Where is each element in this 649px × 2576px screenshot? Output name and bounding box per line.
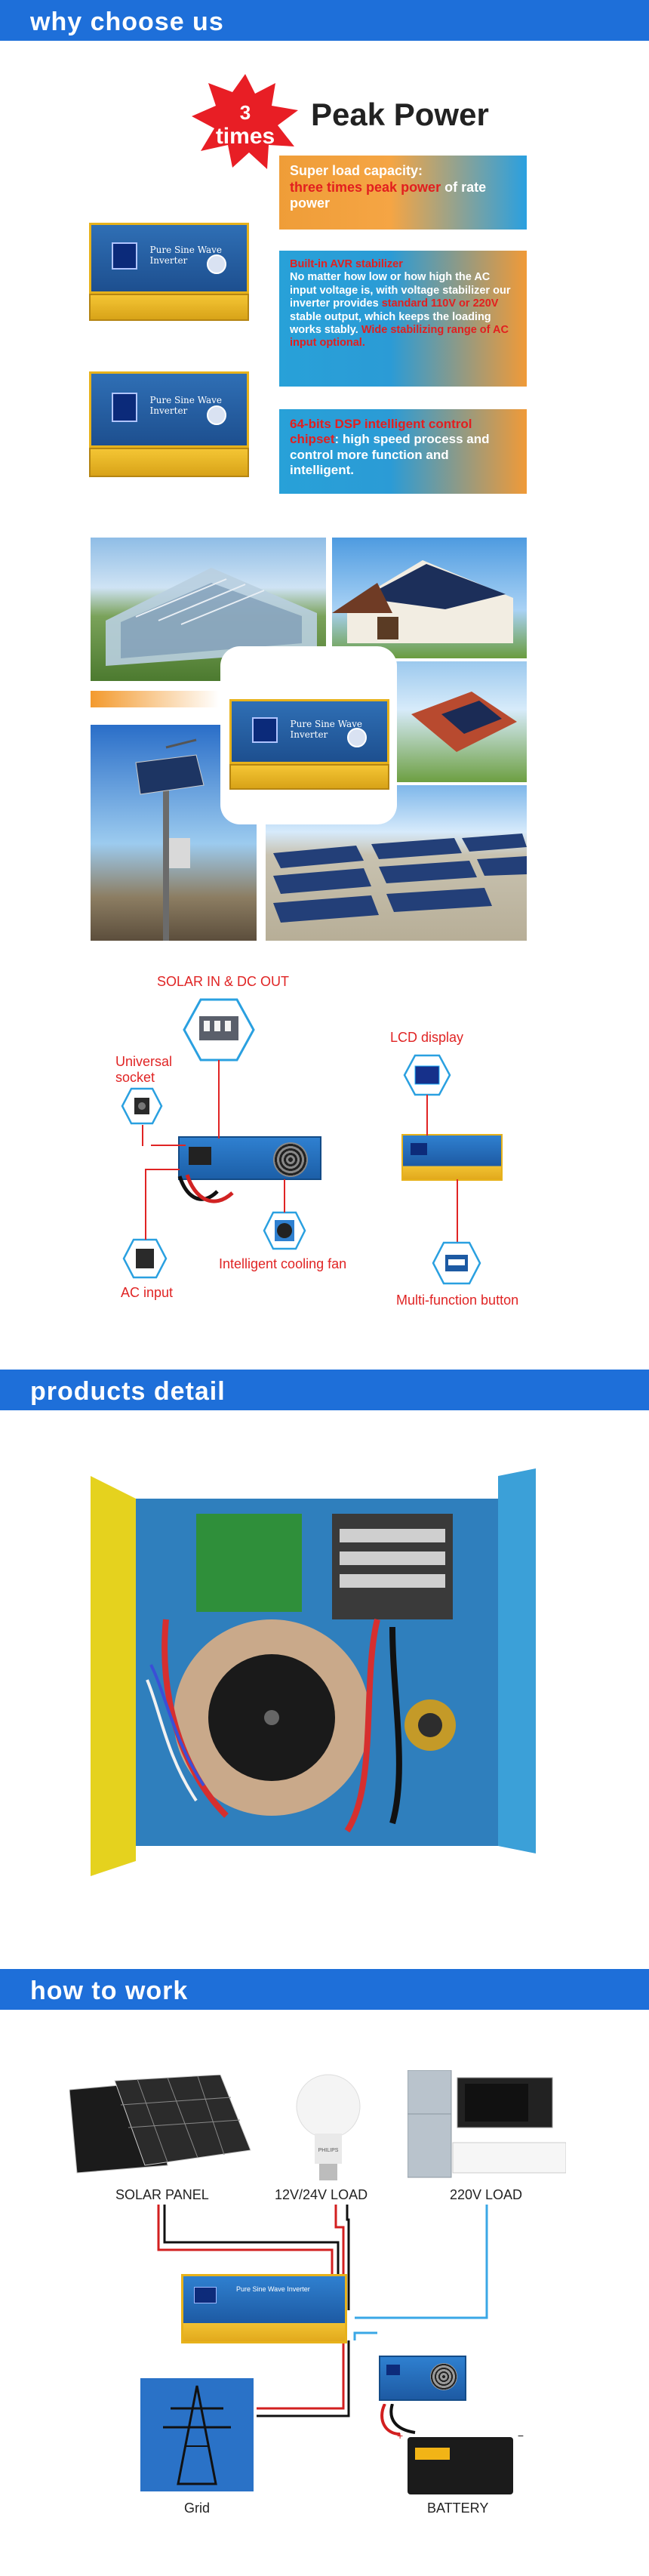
inverter-front-small [401, 1134, 503, 1181]
light-bulb-icon: PHILIPS [296, 2074, 361, 2180]
universal-socket-line1: Universal [115, 1054, 173, 1069]
ac-input-label: AC input [121, 1285, 174, 1300]
how-to-work-banner: how to work [0, 1969, 649, 2010]
solar-in-label: SOLAR IN & DC OUT [157, 974, 290, 989]
connector-line [142, 1125, 143, 1146]
aerial-roof-photo [396, 661, 527, 782]
cables-graphic [177, 1174, 234, 1203]
feature-3-highlight: 64-bits DSP intelligent control chipset [290, 417, 472, 447]
feature-dsp-chipset: 64-bits DSP intelligent control chipset:… [279, 409, 527, 494]
multi-function-button-label: Multi-function button [396, 1293, 519, 1308]
why-choose-us-title: why choose us [30, 8, 224, 36]
feature-1-after: of rate power [290, 179, 487, 211]
load-12-24-label: 12V/24V LOAD [275, 2187, 368, 2202]
connector-line [457, 1179, 458, 1244]
badge-word: times [216, 124, 275, 149]
feature-load-capacity: Super load capacity: three times peak po… [279, 156, 527, 230]
battery-icon: + − [397, 2430, 524, 2494]
connector-line [145, 1169, 180, 1170]
feature-3-text: : high speed process and control more fu… [290, 432, 490, 478]
inverter-brand-label: Pure Sine Wave Inverter [149, 394, 223, 416]
how-to-work-title: how to work [30, 1977, 189, 2005]
cooling-fan-hex-icon [263, 1211, 306, 1250]
peak-power-title: Peak Power [311, 97, 489, 132]
solar-in-hex-icon [183, 998, 255, 1062]
feature-avr-stabilizer: Built-in AVR stabilizer No matter how lo… [279, 251, 527, 387]
cooling-fan-label: Intelligent cooling fan [219, 1256, 347, 1271]
ac-input-hex-icon [122, 1238, 168, 1279]
universal-socket-line2: socket [115, 1069, 155, 1085]
feature-2-highlight1: standard 110V or 220V [381, 297, 499, 310]
lcd-hex-icon [403, 1054, 451, 1096]
inverter-brand-label: Pure Sine Wave Inverter [290, 719, 363, 741]
orange-accent-bar [91, 691, 219, 707]
products-detail-title: products detail [30, 1377, 226, 1406]
center-inverter-frame: Pure Sine Wave Inverter [220, 646, 397, 824]
appliances-icon [408, 2070, 566, 2178]
solar-panel-icon [69, 2075, 251, 2174]
feature-1-line1: Super load capacity: [290, 163, 423, 178]
bulb-brand-label: PHILIPS [318, 2148, 339, 2153]
feature-2-heading: Built-in AVR stabilizer [290, 258, 403, 270]
grid-label: Grid [184, 2501, 211, 2516]
small-inverter-icon [379, 2356, 466, 2401]
multi-function-button-hex-icon [432, 1241, 481, 1285]
house-roof-photo [332, 538, 527, 658]
inverter-brand-label: Pure Sine Wave Inverter [236, 2285, 310, 2293]
feature-2-text1: No matter how low or how high the AC inp… [290, 271, 511, 310]
connector-line [218, 1060, 220, 1139]
connector-line [145, 1169, 146, 1240]
connector-line [151, 1145, 186, 1146]
universal-socket-hex-icon [121, 1087, 163, 1125]
products-detail-banner: products detail [0, 1370, 649, 1410]
battery-cables [380, 2404, 416, 2436]
feature-2-highlight2: Wide stabilizing range of AC input optio… [290, 323, 509, 350]
lcd-display-label: LCD display [390, 1030, 464, 1045]
why-choose-us-banner: why choose us [0, 0, 649, 41]
load-220-label: 220V LOAD [450, 2187, 523, 2202]
solar-panel-label: SOLAR PANEL [115, 2187, 209, 2202]
center-inverter-image: Pure Sine Wave Inverter [229, 699, 389, 790]
times-badge: 3 times [192, 74, 298, 169]
inverter-image-top: Pure Sine Wave Inverter [89, 223, 249, 321]
universal-socket-label: Universal socket [115, 1054, 172, 1085]
badge-number: 3 [240, 101, 251, 124]
connector-line [426, 1095, 428, 1135]
inverter-internal-photo [91, 1468, 536, 1876]
feature-2-text2: stable output, which keeps the loading w… [290, 310, 491, 336]
inverter-side-view [178, 1136, 321, 1180]
inverter-image-bottom: Pure Sine Wave Inverter [89, 371, 249, 477]
inverter-brand-label: Pure Sine Wave Inverter [149, 244, 223, 266]
how-to-work-inverter: Pure Sine Wave Inverter [181, 2274, 347, 2343]
battery-label: BATTERY [427, 2501, 489, 2516]
feature-1-highlight: three times peak power [290, 179, 441, 195]
connector-line [284, 1179, 285, 1213]
grid-tower-icon [140, 2378, 254, 2491]
